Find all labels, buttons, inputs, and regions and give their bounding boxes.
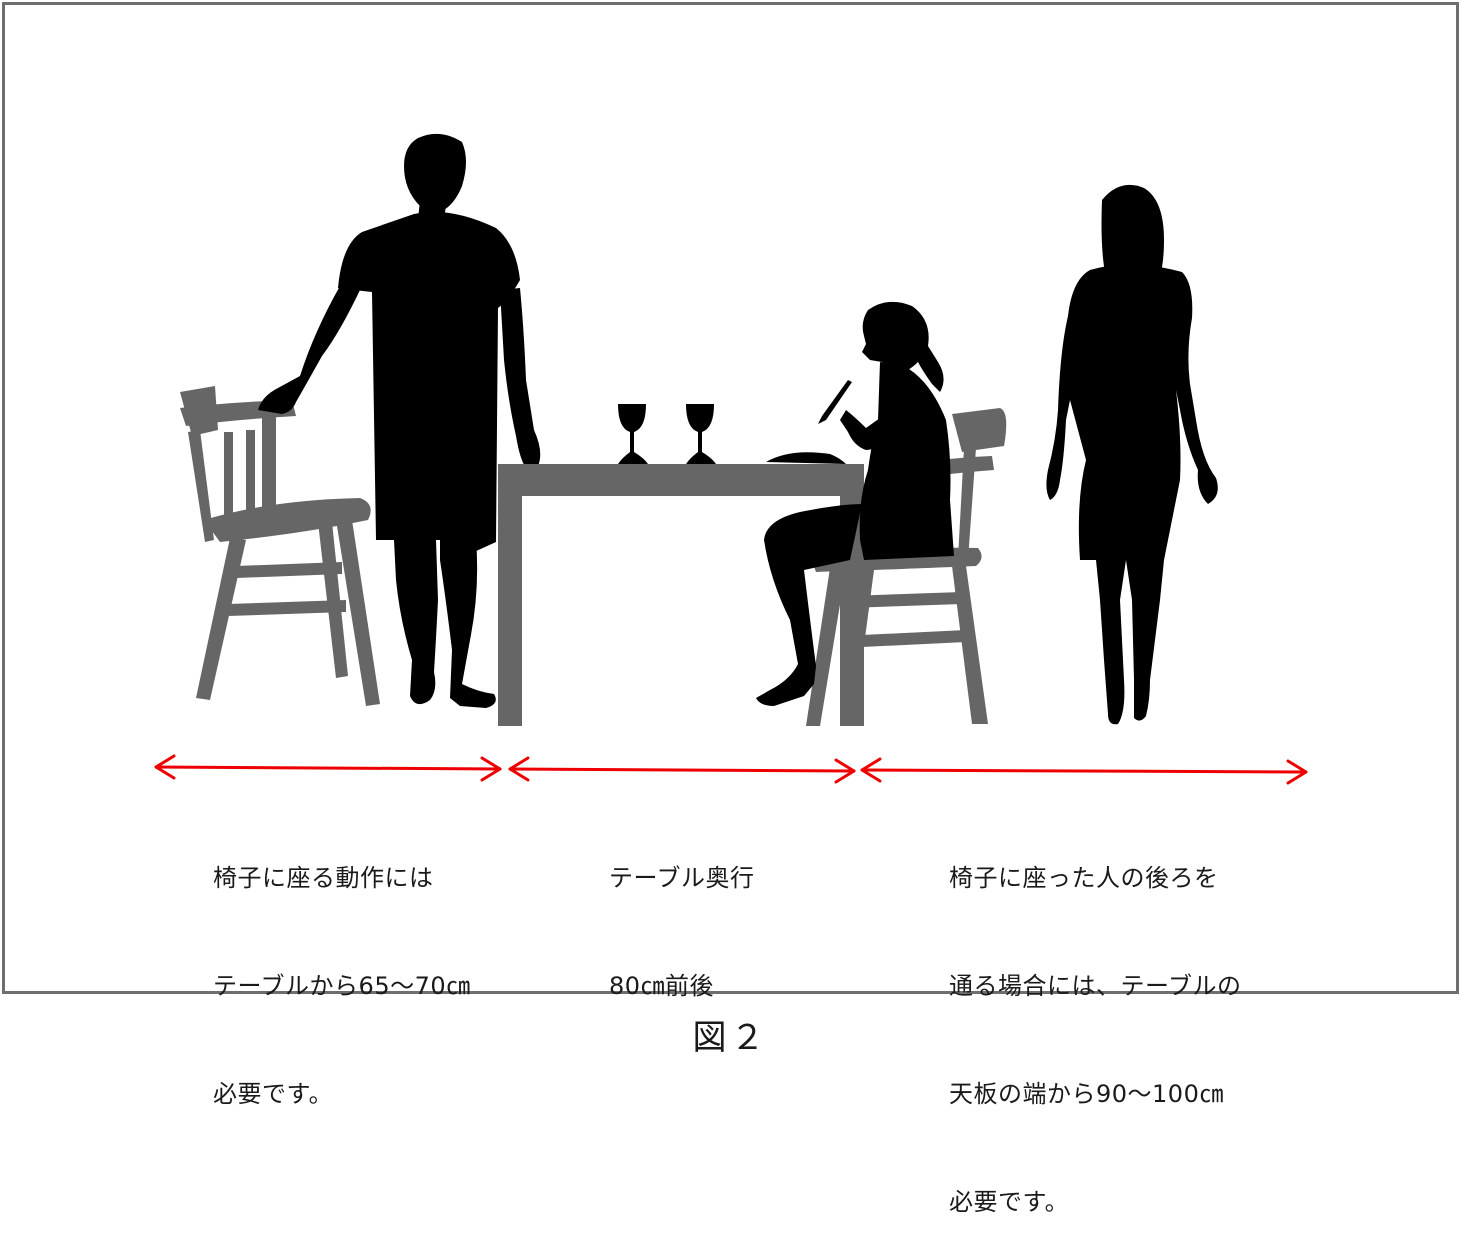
dining-scene-illustration — [154, 133, 1308, 785]
standing-woman-silhouette — [1046, 184, 1218, 725]
caption-line: 通る場合には、テーブルの — [949, 972, 1242, 1000]
caption-line: 椅子に座った人の後ろを — [949, 864, 1219, 892]
left-chair — [180, 386, 380, 706]
caption-line: テーブル奥行 — [609, 864, 755, 892]
seated-woman-silhouette — [756, 301, 954, 706]
caption-table-depth: テーブル奥行 80㎝前後 — [609, 788, 755, 1040]
figure-label: 図２ — [692, 1018, 769, 1058]
caption-line: 必要です。 — [949, 1188, 1070, 1216]
arrow-passage-clearance — [860, 757, 1308, 785]
tableware — [618, 404, 846, 464]
dimension-arrows — [154, 754, 1308, 785]
caption-chair-clearance: 椅子に座る動作には テーブルから65～70㎝ 必要です。 — [213, 788, 471, 1148]
standing-man-silhouette — [258, 133, 541, 708]
caption-line: 天板の端から90～100㎝ — [949, 1080, 1224, 1108]
caption-line: 必要です。 — [213, 1080, 334, 1108]
arrow-table-depth — [508, 756, 856, 784]
diagram-frame — [2, 2, 1459, 994]
table — [498, 464, 864, 726]
caption-line: 椅子に座る動作には — [213, 864, 434, 892]
caption-line: 80㎝前後 — [609, 972, 715, 1000]
caption-line: テーブルから65～70㎝ — [213, 972, 471, 1000]
arrow-chair-clearance — [154, 754, 502, 782]
